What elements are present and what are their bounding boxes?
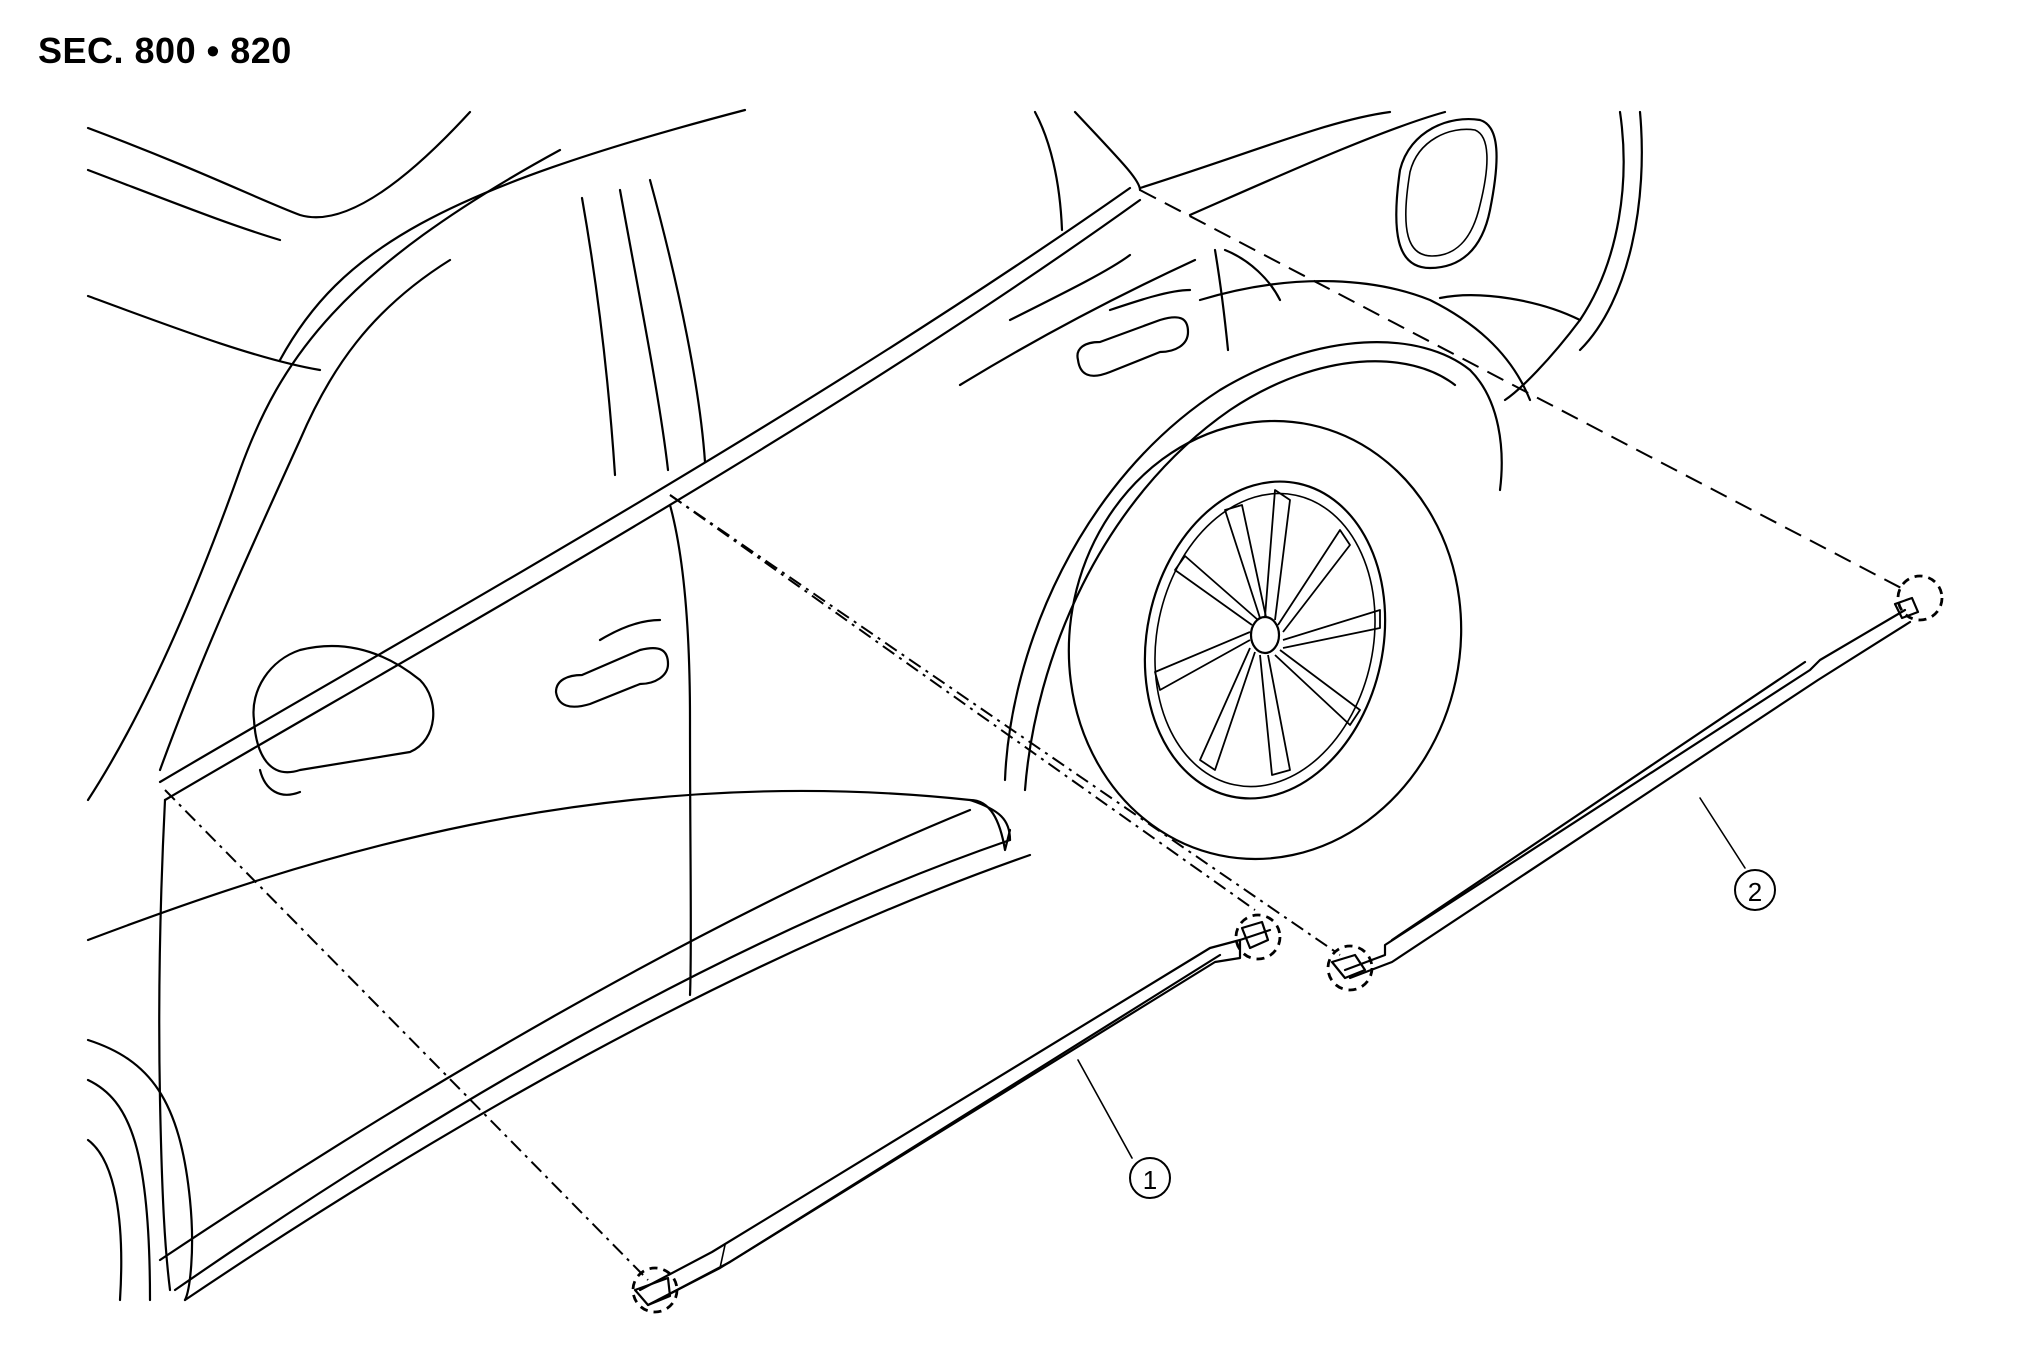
callout-1: 1 xyxy=(1129,1157,1171,1199)
vehicle-body-outline xyxy=(86,108,1643,1302)
callout-2: 2 xyxy=(1734,869,1776,911)
side-sill-molding-1 xyxy=(633,920,1272,1307)
section-number-label: SEC. 800 • 820 xyxy=(38,30,292,71)
alignment-guide-lines xyxy=(164,189,1906,1281)
rear-wheel xyxy=(1067,419,1463,861)
callout-leaders xyxy=(1077,797,1746,1159)
side-sill-molding-2 xyxy=(1330,596,1920,980)
clip-highlight-circles xyxy=(631,574,1944,1314)
callout-2-label: 2 xyxy=(1748,877,1762,907)
callout-1-label: 1 xyxy=(1143,1165,1157,1195)
